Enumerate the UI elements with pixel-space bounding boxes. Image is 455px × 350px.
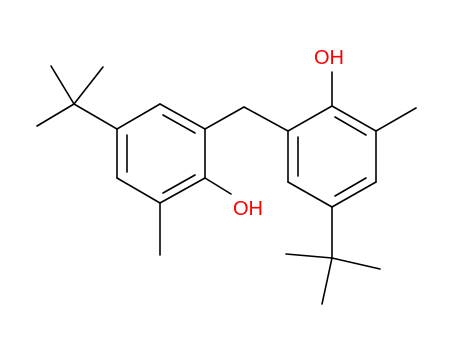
bond (159, 177, 206, 204)
methylene-bridge-bond (204, 106, 245, 130)
bond (50, 65, 75, 105)
right-methyl-bond (375, 107, 417, 132)
left-hydroxyl-bond (204, 177, 232, 195)
bond (36, 103, 75, 127)
bond (116, 177, 161, 204)
bond (287, 105, 333, 132)
left-tert-butyl-group (36, 65, 118, 130)
double-bond-inner (334, 177, 367, 197)
bond (321, 257, 333, 305)
double-bond-inner (162, 174, 196, 194)
bond (285, 253, 333, 259)
right-tert-butyl-group (285, 206, 381, 305)
bond (159, 103, 206, 130)
left-hydroxyl-label: OH (233, 198, 263, 220)
bond (116, 103, 161, 130)
right-benzene-ring (287, 105, 377, 208)
bond (331, 105, 377, 132)
bond (73, 66, 104, 105)
bond (331, 181, 377, 208)
double-bond-inner (334, 116, 367, 136)
bond (331, 257, 381, 270)
right-hydroxyl-label: OH (314, 47, 344, 69)
double-bond-inner (162, 114, 196, 134)
methylene-bridge-bond (243, 106, 289, 132)
bond (73, 103, 118, 130)
left-benzene-ring (116, 103, 206, 204)
bond (287, 181, 333, 208)
